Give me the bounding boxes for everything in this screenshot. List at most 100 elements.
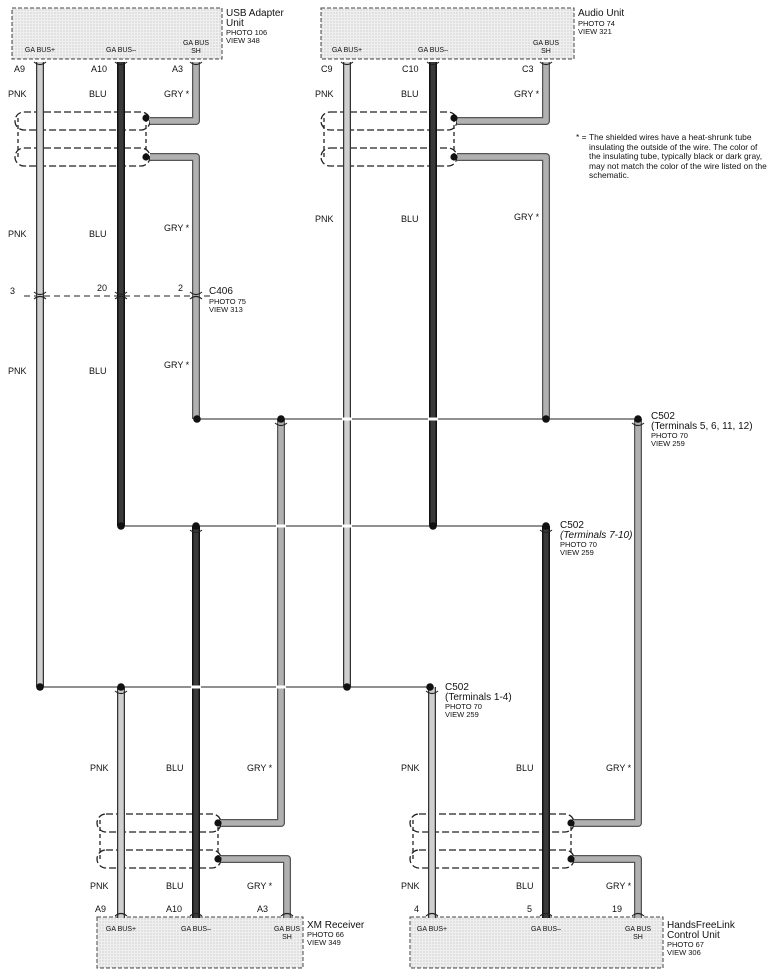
xm-pin-bus-sh-2: SH	[282, 934, 292, 941]
wire-label-pnk: PNK	[315, 214, 334, 224]
c502c-terms: (Terminals 1-4)	[445, 692, 512, 703]
note-text: The shielded wires have a heat-shrunk tu…	[589, 132, 767, 181]
hfl-pin-bus-minus: GA BUS–	[531, 926, 561, 933]
usb-adapter-name-2: Unit	[226, 18, 244, 29]
xm-receiver-view: VIEW 349	[307, 938, 341, 947]
audio-pin-bus-minus: GA BUS–	[418, 47, 448, 54]
note-marker: * =	[576, 132, 587, 142]
xm-receiver-name: XM Receiver	[307, 920, 365, 931]
hfl-view: VIEW 306	[667, 948, 701, 957]
wire-label-blu: BLU	[166, 881, 184, 891]
hfl-pin-bus-sh-1: GA BUS	[625, 926, 651, 933]
wire-label-gry: GRY *	[514, 89, 540, 99]
wire-color-labels: PNK BLU GRY * PNK BLU GRY * PNK BLU GRY …	[8, 89, 632, 891]
usb-adapter-unit: USB Adapter Unit PHOTO 106 VIEW 348 GA B…	[14, 8, 284, 74]
xm-pin-bus-plus: GA BUS+	[106, 926, 136, 933]
c406-connector: 3 20 2 C406 PHOTO 75 VIEW 313	[10, 283, 246, 314]
hfl-term-19: 19	[612, 904, 622, 914]
c502a-photo: PHOTO 70	[651, 431, 688, 440]
wire-label-blu: BLU	[401, 214, 419, 224]
hfl-photo: PHOTO 67	[667, 940, 704, 949]
hfl-control-unit: 4 5 19 GA BUS+ GA BUS– GA BUS SH HandsFr…	[414, 904, 736, 957]
usb-adapter-box	[11, 7, 223, 60]
xm-term-a10: A10	[166, 904, 182, 914]
usb-term-a9: A9	[14, 64, 25, 74]
wire-label-blu: BLU	[166, 763, 184, 773]
audio-unit-view: VIEW 321	[578, 27, 612, 36]
c406-view: VIEW 313	[209, 305, 243, 314]
usb-term-a3: A3	[172, 64, 183, 74]
audio-pin-bus-plus: GA BUS+	[332, 47, 362, 54]
audio-unit-name: Audio Unit	[578, 8, 624, 19]
audio-pin-bus-sh-2: SH	[541, 48, 551, 55]
wire-label-gry: GRY *	[247, 881, 273, 891]
wire-label-gry: GRY *	[514, 212, 540, 222]
xm-pin-bus-minus: GA BUS–	[181, 926, 211, 933]
c502a-name: C502	[651, 411, 675, 422]
wire-label-gry: GRY *	[164, 223, 190, 233]
wire-label-pnk: PNK	[315, 89, 334, 99]
c502b-photo: PHOTO 70	[560, 540, 597, 549]
usb-pin-bus-sh-1: GA BUS	[183, 40, 209, 47]
wire-label-pnk: PNK	[8, 89, 27, 99]
wire-label-pnk: PNK	[401, 881, 420, 891]
hfl-term-4: 4	[414, 904, 419, 914]
wire-label-blu: BLU	[516, 763, 534, 773]
hfl-pin-bus-plus: GA BUS+	[417, 926, 447, 933]
audio-term-c3: C3	[522, 64, 534, 74]
c502a-view: VIEW 259	[651, 439, 685, 448]
audio-unit: Audio Unit PHOTO 74 VIEW 321 GA BUS+ GA …	[321, 8, 624, 74]
usb-pin-bus-minus: GA BUS–	[106, 47, 136, 54]
c502-c-connector: C502 (Terminals 1-4) PHOTO 70 VIEW 259	[445, 682, 512, 719]
hfl-control-box	[409, 916, 664, 969]
audio-unit-photo: PHOTO 74	[578, 19, 615, 28]
xm-receiver-box	[96, 916, 304, 969]
usb-adapter-view: VIEW 348	[226, 36, 260, 45]
c406-photo: PHOTO 75	[209, 297, 246, 306]
wire-label-gry: GRY *	[606, 881, 632, 891]
c502b-terms: (Terminals 7-10)	[560, 530, 632, 541]
hfl-pin-bus-sh-2: SH	[633, 934, 643, 941]
xm-receiver: A9 A10 A3 GA BUS+ GA BUS– GA BUS SH XM R…	[95, 904, 365, 947]
c502-a-connector: C502 (Terminals 5, 6, 11, 12) PHOTO 70 V…	[651, 411, 753, 448]
c406-term-2: 2	[178, 283, 183, 293]
xm-term-a3: A3	[257, 904, 268, 914]
wire-label-pnk: PNK	[90, 763, 109, 773]
c502a-terms: (Terminals 5, 6, 11, 12)	[651, 421, 753, 432]
usb-pin-bus-sh-2: SH	[191, 48, 201, 55]
usb-term-a10: A10	[91, 64, 107, 74]
audio-term-c10: C10	[402, 64, 419, 74]
gry-wires	[150, 62, 642, 918]
wire-label-gry: GRY *	[164, 89, 190, 99]
wire-label-gry: GRY *	[606, 763, 632, 773]
wire-label-blu: BLU	[89, 366, 107, 376]
usb-adapter-name-1: USB Adapter	[226, 8, 284, 19]
usb-pin-bus-plus: GA BUS+	[25, 47, 55, 54]
wire-label-gry: GRY *	[164, 360, 190, 370]
audio-pin-bus-sh-1: GA BUS	[533, 40, 559, 47]
pnk-wires	[36, 62, 436, 918]
c502-b-connector: C502 (Terminals 7-10) PHOTO 70 VIEW 259	[560, 520, 632, 557]
wire-label-blu: BLU	[516, 881, 534, 891]
usb-adapter-photo: PHOTO 106	[226, 28, 267, 37]
wire-label-gry: GRY *	[247, 763, 273, 773]
xm-receiver-photo: PHOTO 66	[307, 930, 344, 939]
c502b-name: C502	[560, 520, 584, 531]
wire-label-pnk: PNK	[90, 881, 109, 891]
c406-term-20: 20	[97, 283, 107, 293]
wire-label-pnk: PNK	[8, 366, 27, 376]
hfl-name-1: HandsFreeLink	[667, 920, 736, 931]
c502b-view: VIEW 259	[560, 548, 594, 557]
c502c-view: VIEW 259	[445, 710, 479, 719]
wire-label-blu: BLU	[89, 229, 107, 239]
xm-pin-bus-sh-1: GA BUS	[274, 926, 300, 933]
c406-name: C406	[209, 286, 233, 297]
c502c-photo: PHOTO 70	[445, 702, 482, 711]
wire-label-pnk: PNK	[8, 229, 27, 239]
hfl-name-2: Control Unit	[667, 930, 720, 941]
c502c-name: C502	[445, 682, 469, 693]
wire-label-blu: BLU	[401, 89, 419, 99]
audio-unit-box	[320, 7, 575, 60]
wire-label-blu: BLU	[89, 89, 107, 99]
